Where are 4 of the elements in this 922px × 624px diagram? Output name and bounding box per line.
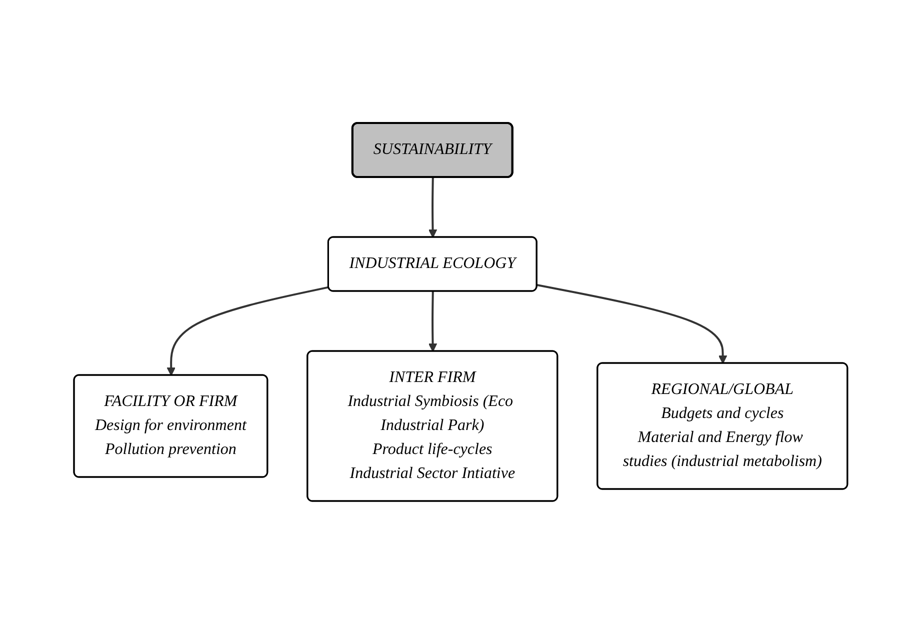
arrow [167,286,330,376]
arrow [428,291,438,352]
arrow [537,284,728,364]
arrow [428,177,438,238]
